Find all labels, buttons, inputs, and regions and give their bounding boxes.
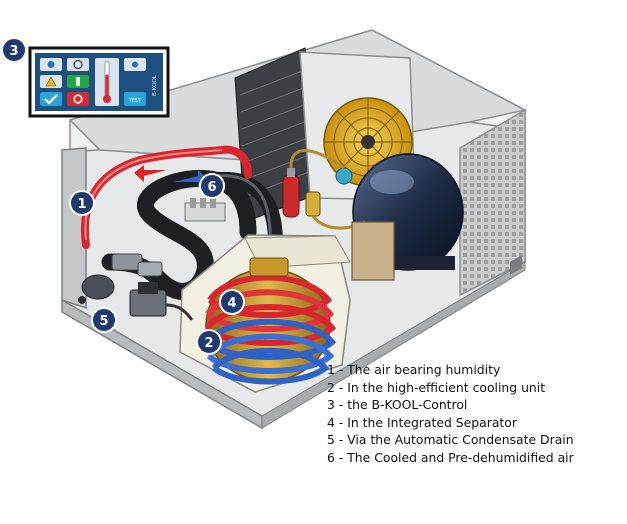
- green-indicator-icon: [76, 77, 80, 86]
- cabinet-right-front-edge: [261, 261, 526, 429]
- test-button-label: TEST: [128, 98, 142, 104]
- compressor-highlight: [370, 170, 414, 194]
- drain-pipe: [165, 303, 194, 321]
- callout-2-number: 2: [204, 336, 213, 351]
- coil-blue-3: [211, 347, 330, 385]
- legend-item-2: 2 - In the high-efficient cooling unit: [327, 379, 546, 395]
- legend-item-1: 1 - The air bearing humidity: [327, 362, 501, 377]
- brand-logo: B-KOOL: [152, 74, 158, 96]
- inlet-connector-2: [137, 261, 163, 277]
- refrigerant-components: [282, 149, 395, 281]
- callout-6-number: 6: [207, 180, 216, 195]
- coil-blue-2: [206, 333, 335, 374]
- legend-item-5: 5 - Via the Automatic Condensate Drain: [327, 432, 574, 448]
- flow-arrow-red: [134, 165, 167, 182]
- filter-drier-cap: [287, 168, 295, 177]
- cabinet-left-front-wall: [61, 147, 87, 310]
- thermometer-bulb: [103, 95, 111, 103]
- cabinet-foot: [510, 255, 522, 275]
- panel-button-power: [67, 92, 89, 106]
- panel-light-fan: [67, 58, 89, 71]
- panel-button-ok: [40, 92, 62, 106]
- callout-6: 6: [199, 173, 225, 199]
- drain-outlet: [78, 296, 86, 304]
- expansion-valve: [335, 167, 353, 185]
- checkmark-icon: [44, 94, 58, 105]
- callout-3: 3: [1, 37, 27, 63]
- callout-5: 5: [91, 307, 117, 333]
- terminal-block: [184, 198, 226, 222]
- callout-1: 1: [69, 190, 95, 216]
- panel-button-test: [124, 92, 146, 106]
- legend-item-3: 3 - the B-KOOL-Control: [327, 397, 468, 413]
- callout-3-number: 3: [9, 44, 18, 59]
- separator-top-fitting: [249, 257, 289, 277]
- control-panel-inset: TEST B-KOOL: [28, 46, 170, 118]
- callout-5-number: 5: [99, 314, 108, 329]
- legend: 1 - The air bearing humidity 2 - In the …: [327, 361, 623, 467]
- fan-icon: [73, 59, 83, 70]
- refrigerant-line: [289, 149, 345, 170]
- inlet-fittings: [78, 253, 194, 321]
- water-drop-icon: [47, 61, 55, 68]
- receiver-tank: [351, 221, 395, 281]
- condensate-drain-coil: [138, 282, 158, 294]
- coil-red-1: [207, 274, 333, 318]
- inlet-port: [81, 274, 115, 300]
- sight-glass: [305, 191, 321, 217]
- filter-drier: [282, 174, 300, 218]
- callout-2: 2: [196, 329, 222, 355]
- cabinet-side-grille: [459, 108, 526, 297]
- callout-4-number: 4: [227, 296, 236, 311]
- droplet-icon: [132, 61, 138, 68]
- thermometer-fill: [105, 75, 109, 97]
- callout-1-number: 1: [77, 197, 86, 212]
- legend-item-4: 4 - In the Integrated Separator: [327, 414, 517, 430]
- black-pipe-right-highlight: [213, 174, 272, 247]
- legend-item-6: 6 - The Cooled and Pre-dehumidified air: [327, 449, 574, 465]
- callout-4: 4: [219, 289, 245, 315]
- warning-triangle-icon: [45, 76, 57, 87]
- power-icon: [73, 94, 83, 104]
- fan-hub: [361, 135, 375, 149]
